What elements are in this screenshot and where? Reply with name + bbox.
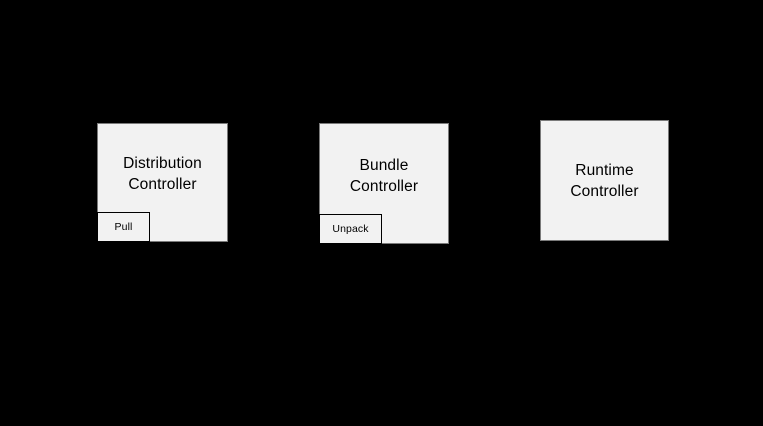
- node-runtime-controller-label: Runtime Controller: [570, 161, 639, 200]
- node-distribution-controller-label: Distribution Controller: [123, 154, 202, 193]
- node-bundle-controller-label: Bundle Controller: [349, 156, 419, 195]
- subnode-unpack-label: Unpack: [332, 222, 369, 235]
- subnode-pull[interactable]: Pull: [97, 212, 150, 242]
- node-runtime-controller[interactable]: Runtime Controller: [540, 120, 669, 241]
- subnode-pull-label: Pull: [114, 220, 133, 233]
- subnode-unpack[interactable]: Unpack: [319, 214, 382, 244]
